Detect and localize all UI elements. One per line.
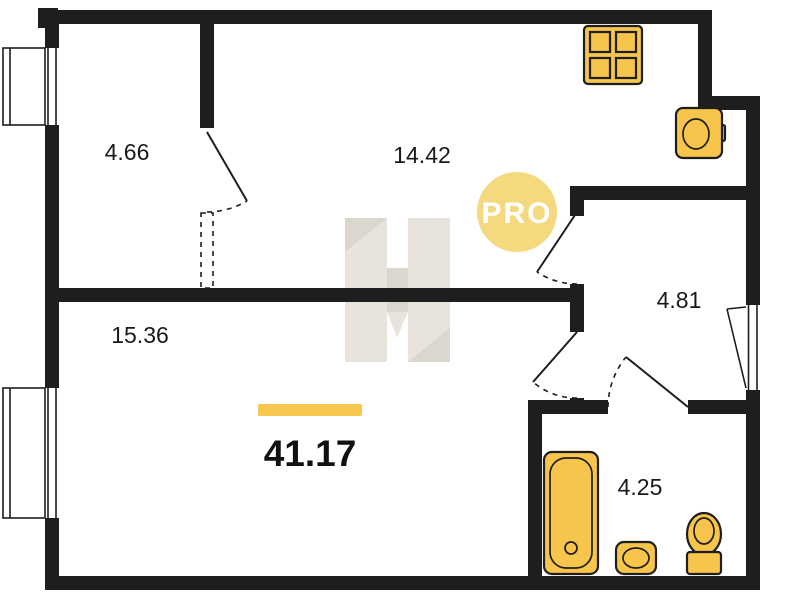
- toilet-icon: [685, 511, 723, 576]
- wall-bathroom-top-right: [688, 400, 760, 414]
- walls: [38, 8, 760, 590]
- wall-bottom: [45, 576, 760, 590]
- wall-right-upper: [746, 96, 760, 305]
- wall-hallway-left-1: [570, 200, 584, 216]
- room-label-living: 15.36: [111, 322, 169, 348]
- room-label-kitchen: 14.42: [393, 142, 451, 168]
- bathroom-sink-icon: [614, 540, 658, 576]
- total-area: 41.17: [258, 404, 362, 474]
- stove-icon: [582, 24, 644, 86]
- bathtub-icon: [542, 450, 600, 576]
- wall-bathroom-top-left: [528, 400, 608, 414]
- wall-left-top: [45, 10, 59, 48]
- window-right-casement: [726, 308, 747, 389]
- kitchen-sink-icon: [674, 106, 727, 160]
- wall-left-middle: [45, 125, 59, 388]
- room-label-hallway: 4.81: [657, 287, 702, 313]
- room-label-bathroom: 4.25: [618, 474, 663, 500]
- wall-bathroom-left: [528, 400, 542, 590]
- windows: [2, 47, 758, 519]
- door-wardrobe: [200, 131, 248, 289]
- wall-hallway-top: [570, 186, 746, 200]
- accent-bar: [258, 404, 362, 416]
- wall-top-right-step: [698, 96, 760, 110]
- door-kitchen-hallway: [536, 211, 578, 285]
- wall-top-right-vertical: [698, 10, 712, 110]
- total-area-label: 41.17: [264, 433, 357, 474]
- room-labels: 4.66 14.42 4.81 15.36 4.25: [105, 139, 702, 500]
- pro-badge-label: PRO: [481, 197, 552, 230]
- room-label-wardrobe: 4.66: [105, 139, 150, 165]
- fixtures: [542, 24, 727, 576]
- wall-hallway-left-2: [570, 284, 584, 332]
- pro-badge: PRO: [477, 172, 557, 252]
- pro-badge-circle: [477, 172, 557, 252]
- wall-living-top: [45, 288, 584, 302]
- wall-right-lower: [746, 390, 760, 590]
- door-living-hallway: [532, 331, 578, 399]
- wall-left-bottom: [45, 518, 59, 590]
- wall-top: [45, 10, 712, 24]
- door-bathroom: [607, 356, 689, 408]
- wall-wardrobe-right-upper: [200, 24, 214, 128]
- wardrobe-open-section: [200, 212, 214, 289]
- doors: [200, 131, 689, 408]
